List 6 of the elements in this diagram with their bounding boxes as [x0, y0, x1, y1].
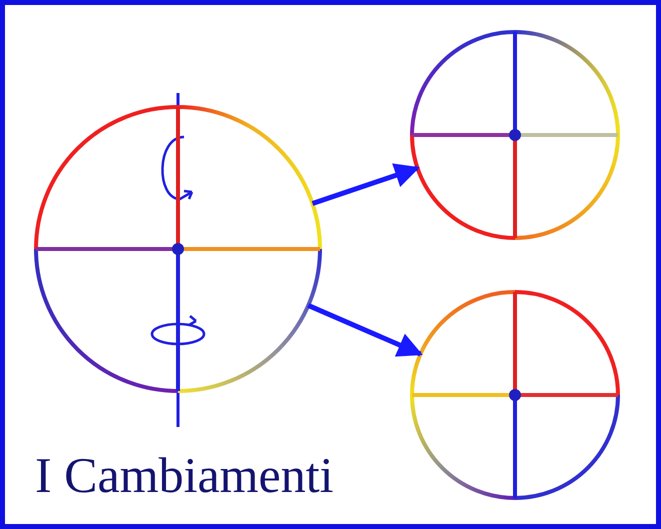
color-wheel-drawing — [408, 28, 622, 242]
arrow — [307, 303, 423, 357]
color-wheel-drawing — [32, 103, 324, 395]
color-wheel-drawing — [408, 288, 622, 502]
title: I Cambiamenti — [35, 446, 334, 505]
arrow — [312, 163, 420, 206]
